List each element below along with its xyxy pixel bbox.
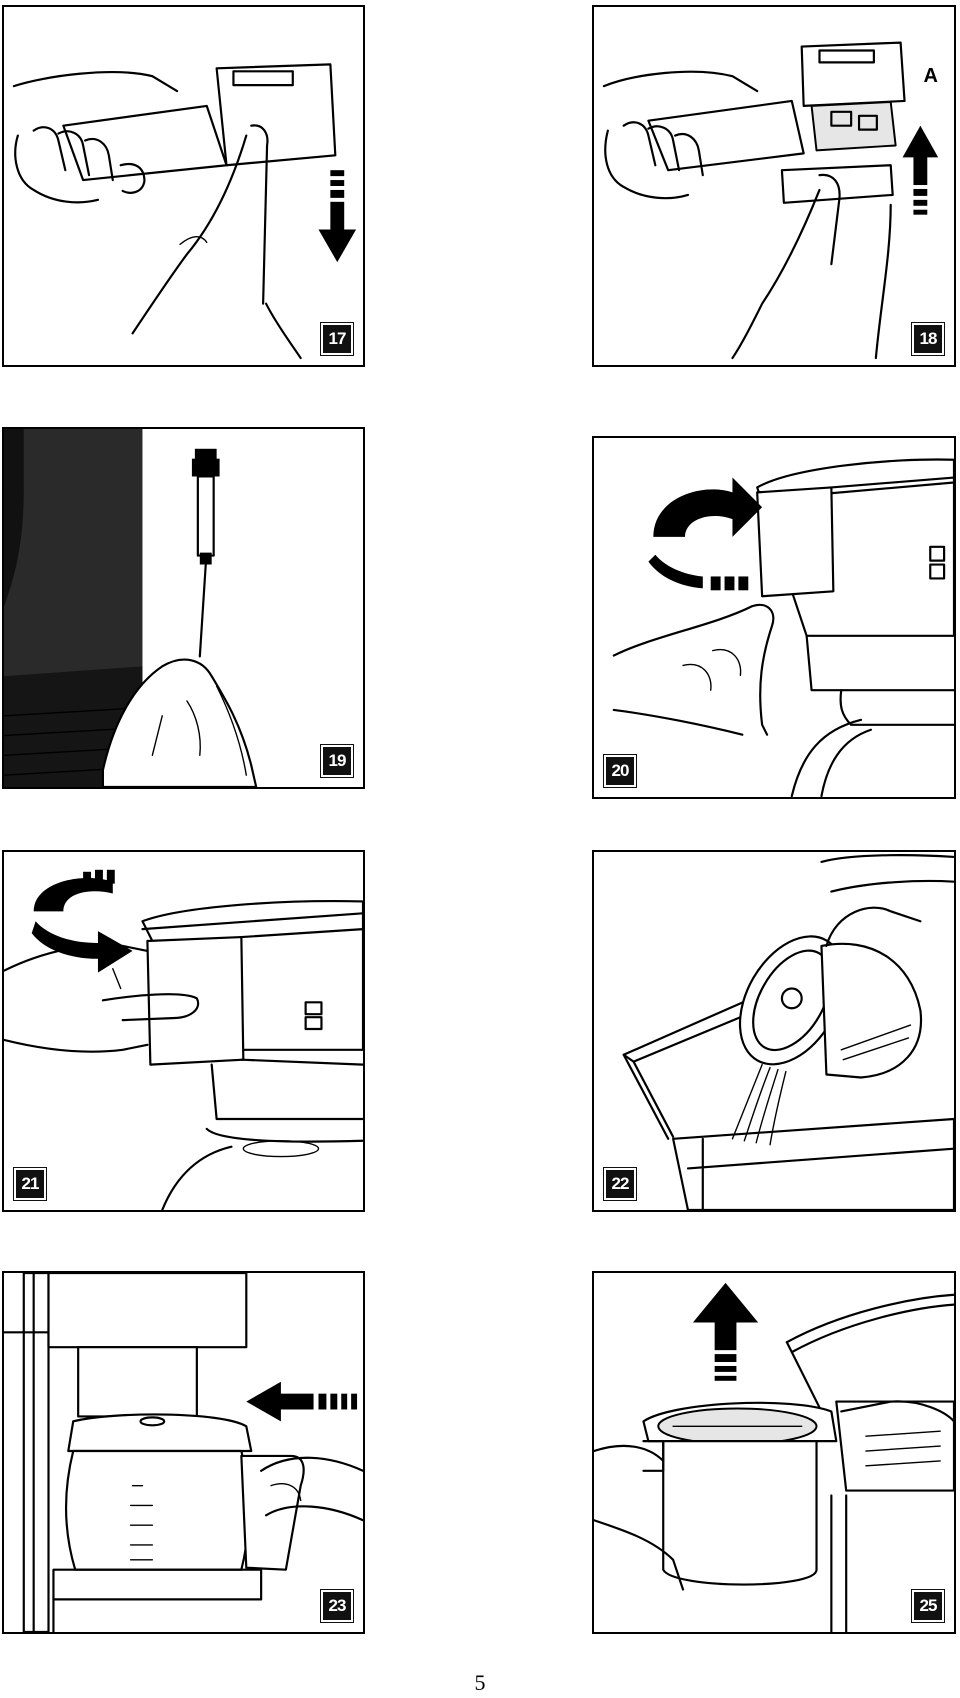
illustration-rotate-control <box>612 458 954 797</box>
illustration-pour-water <box>622 854 954 1210</box>
figure-number-badge: 21 <box>13 1167 47 1201</box>
dropper-icon <box>191 448 220 658</box>
illustration-press-control <box>4 869 363 1210</box>
illustration-separate-filter-parts <box>602 41 939 360</box>
figure-18: A 18 <box>592 5 956 367</box>
arrow-down-icon <box>318 170 357 263</box>
figure-number-badge: 19 <box>320 744 354 778</box>
figure-number-badge: 17 <box>320 322 354 356</box>
figure-number-badge: 22 <box>603 1167 637 1201</box>
callout-letter: A <box>923 65 938 87</box>
page-number: 5 <box>474 1670 486 1695</box>
illustration-remove-filter-holder <box>12 63 357 360</box>
figure-22: 22 <box>592 850 956 1212</box>
illustration-lift-filter-basket <box>594 1282 954 1632</box>
illustration-dropper <box>4 429 258 787</box>
arrow-left-icon <box>246 1381 358 1422</box>
figure-17: 17 <box>2 5 365 367</box>
arrow-up-icon <box>692 1282 759 1381</box>
rotate-arrow-icon <box>648 477 763 591</box>
figure-19: 19 <box>2 427 365 789</box>
figure-number-badge: 18 <box>911 322 945 356</box>
figure-number-badge: 23 <box>320 1589 354 1623</box>
figure-20: 20 <box>592 436 956 799</box>
figure-21: 21 <box>2 850 365 1212</box>
figure-25: 25 <box>592 1271 956 1634</box>
illustration-insert-carafe <box>4 1273 363 1632</box>
figure-number-badge: 25 <box>911 1589 945 1623</box>
rotate-arrow-icon <box>31 869 133 973</box>
figure-23: 23 <box>2 1271 365 1634</box>
figure-number-badge: 20 <box>603 754 637 788</box>
arrow-up-icon <box>902 125 939 215</box>
